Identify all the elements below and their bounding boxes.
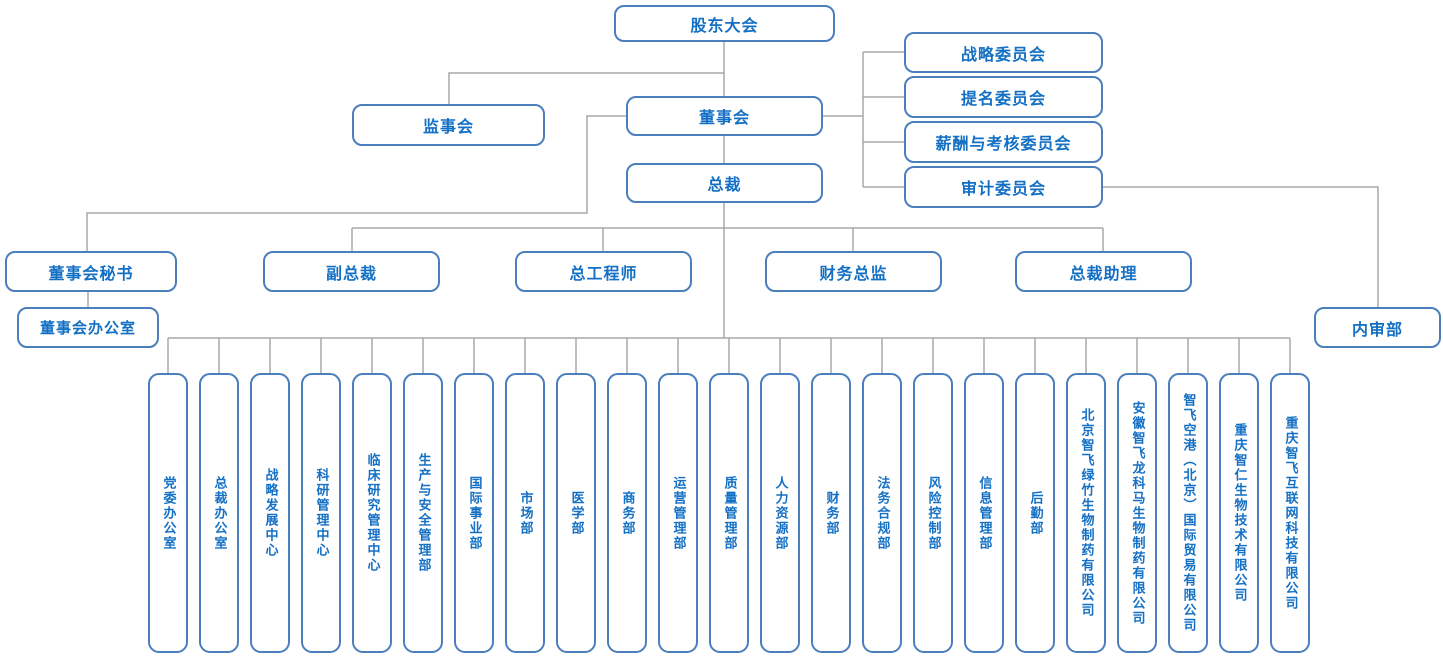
node-anhui-zhifei-longcom-subsidiary: 安徽智飞龙科马生物制药有限公司 xyxy=(1117,373,1157,653)
node-label: 重庆智飞互联网科技有限公司 xyxy=(1282,415,1298,611)
node-label: 市场部 xyxy=(517,490,533,536)
node-label: 生产与安全管理部 xyxy=(415,453,431,573)
node-label: 总工程师 xyxy=(569,263,638,283)
node-clinical-research-management-center: 临床研究管理中心 xyxy=(352,373,392,653)
node-label: 国际事业部 xyxy=(466,475,482,551)
node-label: 股东大会 xyxy=(690,15,759,35)
node-label: 内审部 xyxy=(1351,319,1403,339)
node-board-office: 董事会办公室 xyxy=(17,307,159,348)
node-label: 总裁办公室 xyxy=(211,475,227,551)
node-label: 风险控制部 xyxy=(925,475,941,551)
node-label: 战略发展中心 xyxy=(262,468,278,558)
node-vice-president: 副总裁 xyxy=(263,251,440,292)
node-label: 监事会 xyxy=(422,117,474,136)
node-label: 重庆智仁生物技术有限公司 xyxy=(1231,423,1247,603)
node-chongqing-zhiren-biotech-subsidiary: 重庆智仁生物技术有限公司 xyxy=(1219,373,1259,653)
node-medical-dept: 医学部 xyxy=(556,373,596,653)
node-financial-director: 财务总监 xyxy=(765,251,942,292)
node-risk-control-dept: 风险控制部 xyxy=(913,373,953,653)
node-supervisory-board: 监事会 xyxy=(352,104,545,146)
node-label: 财务总监 xyxy=(819,263,888,283)
node-label: 人力资源部 xyxy=(772,475,788,551)
node-audit-committee: 审计委员会 xyxy=(904,166,1103,208)
node-chongqing-zhifei-internet-tech-subsidiary: 重庆智飞互联网科技有限公司 xyxy=(1270,373,1310,653)
node-label: 董事会秘书 xyxy=(48,263,134,283)
connector-line xyxy=(86,115,626,251)
node-finance-dept: 财务部 xyxy=(811,373,851,653)
node-party-committee-office: 党委办公室 xyxy=(148,373,188,653)
node-label: 质量管理部 xyxy=(721,475,737,551)
node-zhifei-airport-beijing-trade-subsidiary: 智飞空港（北京）国际贸易有限公司 xyxy=(1168,373,1208,653)
node-label: 战略委员会 xyxy=(960,44,1046,64)
node-label: 财务部 xyxy=(823,490,839,536)
node-label: 董事会 xyxy=(698,108,750,127)
node-commerce-dept: 商务部 xyxy=(607,373,647,653)
node-remuneration-assessment-committee: 薪酬与考核委员会 xyxy=(904,121,1103,163)
node-label: 党委办公室 xyxy=(160,475,176,551)
node-label: 审计委员会 xyxy=(960,179,1046,198)
node-label: 运营管理部 xyxy=(670,475,686,551)
node-logistics-dept: 后勤部 xyxy=(1015,373,1055,653)
node-strategic-development-center: 战略发展中心 xyxy=(250,373,290,653)
connector-line xyxy=(448,72,724,104)
node-internal-audit-dept: 内审部 xyxy=(1314,307,1441,348)
connector-line xyxy=(1103,186,1379,307)
node-board-of-directors: 董事会 xyxy=(626,96,823,136)
node-label: 董事会办公室 xyxy=(39,319,136,337)
node-beijing-zhifei-lvzhu-subsidiary: 北京智飞绿竹生物制药有限公司 xyxy=(1066,373,1106,653)
node-production-safety-management-dept: 生产与安全管理部 xyxy=(403,373,443,653)
node-board-secretary: 董事会秘书 xyxy=(5,251,177,292)
node-quality-management-dept: 质量管理部 xyxy=(709,373,749,653)
node-label: 智飞空港（北京）国际贸易有限公司 xyxy=(1180,393,1196,633)
node-label: 北京智飞绿竹生物制药有限公司 xyxy=(1078,408,1094,618)
node-legal-compliance-dept: 法务合规部 xyxy=(862,373,902,653)
node-operations-management-dept: 运营管理部 xyxy=(658,373,698,653)
node-label: 临床研究管理中心 xyxy=(364,453,380,573)
node-label: 后勤部 xyxy=(1027,490,1043,536)
node-label: 安徽智飞龙科马生物制药有限公司 xyxy=(1129,400,1145,626)
node-research-management-center: 科研管理中心 xyxy=(301,373,341,653)
node-president-office: 总裁办公室 xyxy=(199,373,239,653)
node-label: 总裁 xyxy=(707,175,742,194)
node-label: 科研管理中心 xyxy=(313,468,329,558)
node-nomination-committee: 提名委员会 xyxy=(904,76,1103,118)
node-president-assistant: 总裁助理 xyxy=(1015,251,1192,292)
node-label: 医学部 xyxy=(568,490,584,536)
node-label: 提名委员会 xyxy=(960,89,1046,108)
node-label: 总裁助理 xyxy=(1069,263,1138,283)
node-strategy-committee: 战略委员会 xyxy=(904,32,1103,73)
node-president: 总裁 xyxy=(626,163,823,203)
node-label: 薪酬与考核委员会 xyxy=(935,134,1072,153)
node-label: 商务部 xyxy=(619,490,635,536)
node-label: 信息管理部 xyxy=(976,475,992,551)
node-label: 副总裁 xyxy=(325,263,377,283)
node-shareholders-meeting: 股东大会 xyxy=(614,5,835,42)
node-chief-engineer: 总工程师 xyxy=(515,251,692,292)
node-human-resources-dept: 人力资源部 xyxy=(760,373,800,653)
node-marketing-dept: 市场部 xyxy=(505,373,545,653)
node-international-business-dept: 国际事业部 xyxy=(454,373,494,653)
node-information-management-dept: 信息管理部 xyxy=(964,373,1004,653)
node-label: 法务合规部 xyxy=(874,475,890,551)
